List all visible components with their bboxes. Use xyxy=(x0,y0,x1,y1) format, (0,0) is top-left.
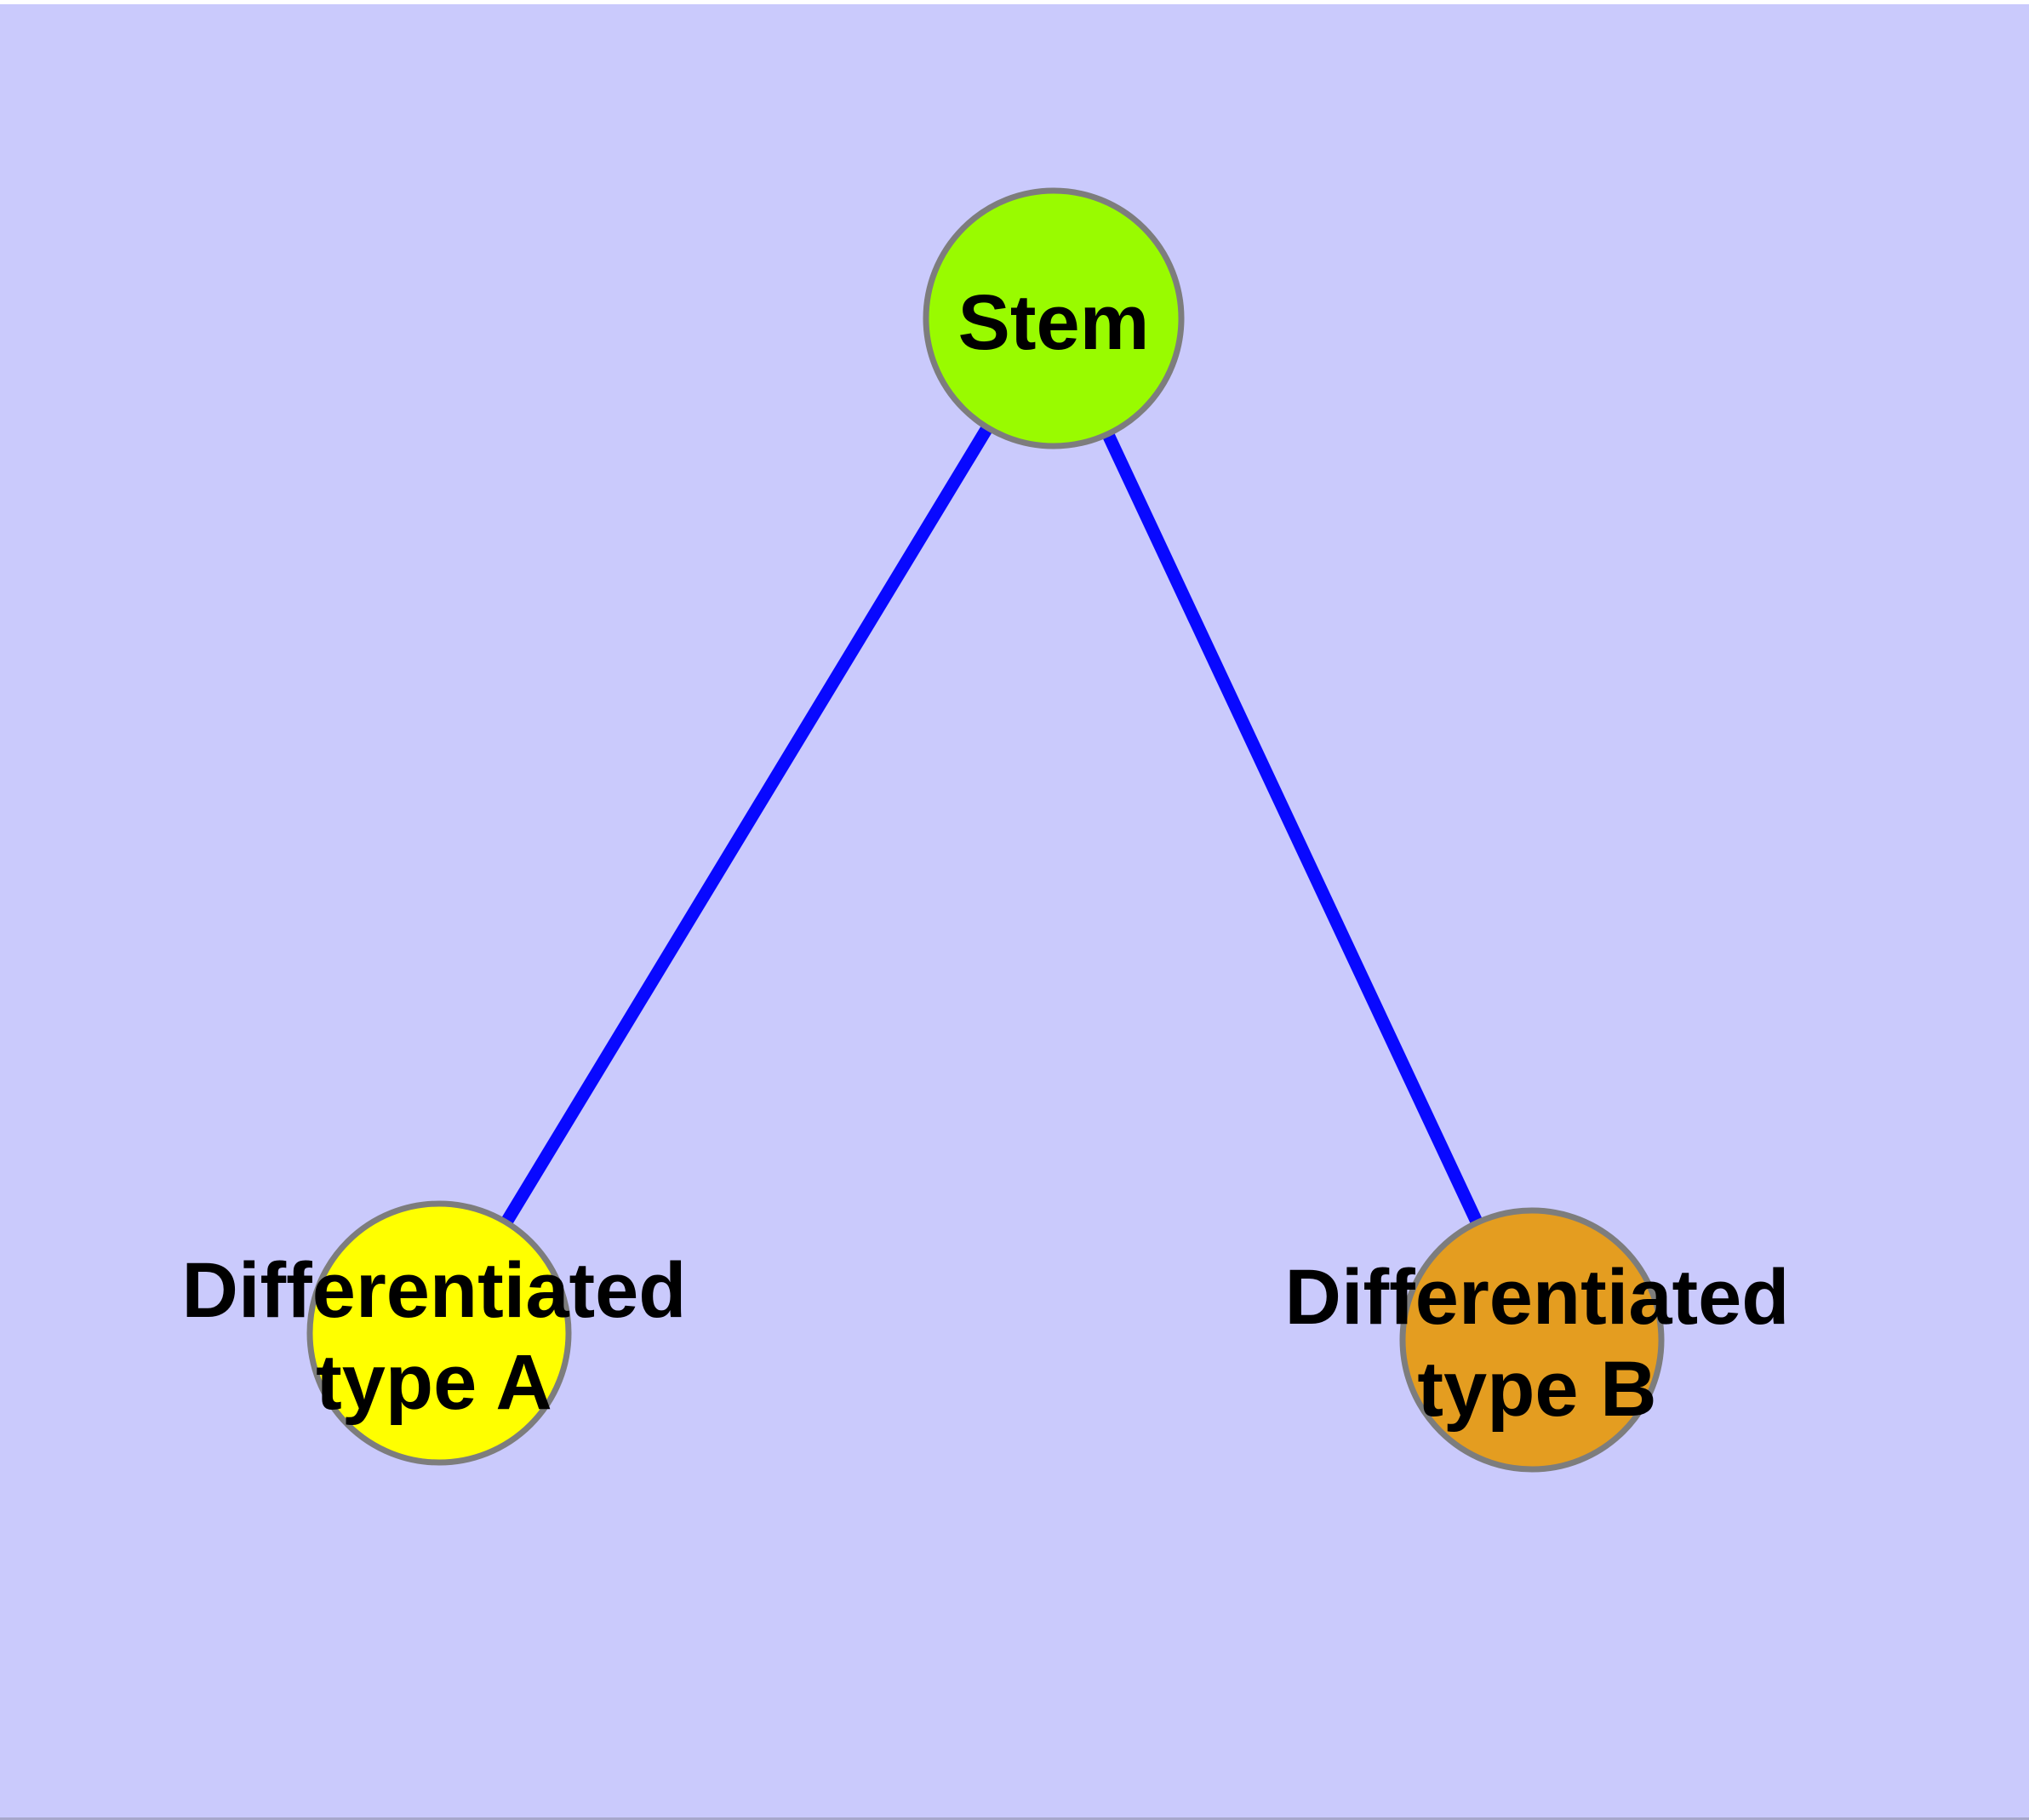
node-differentiated-type-b xyxy=(1399,1207,1665,1473)
bottom-edge-line xyxy=(0,1817,2029,1820)
node-stem xyxy=(923,187,1185,449)
edge-stem-to-type-a xyxy=(433,315,1060,1336)
node-differentiated-type-a xyxy=(306,1200,572,1466)
edge-stem-to-type-b xyxy=(1048,315,1538,1343)
node-type-b-label-line2: type B xyxy=(1417,1346,1656,1433)
node-type-a-label-line2: type A xyxy=(316,1339,552,1426)
node-stem-label: Stem xyxy=(958,279,1150,366)
node-type-a-label-line1: Differentiated xyxy=(182,1247,687,1334)
node-type-b-label-line1: Differentiated xyxy=(1285,1254,1790,1341)
